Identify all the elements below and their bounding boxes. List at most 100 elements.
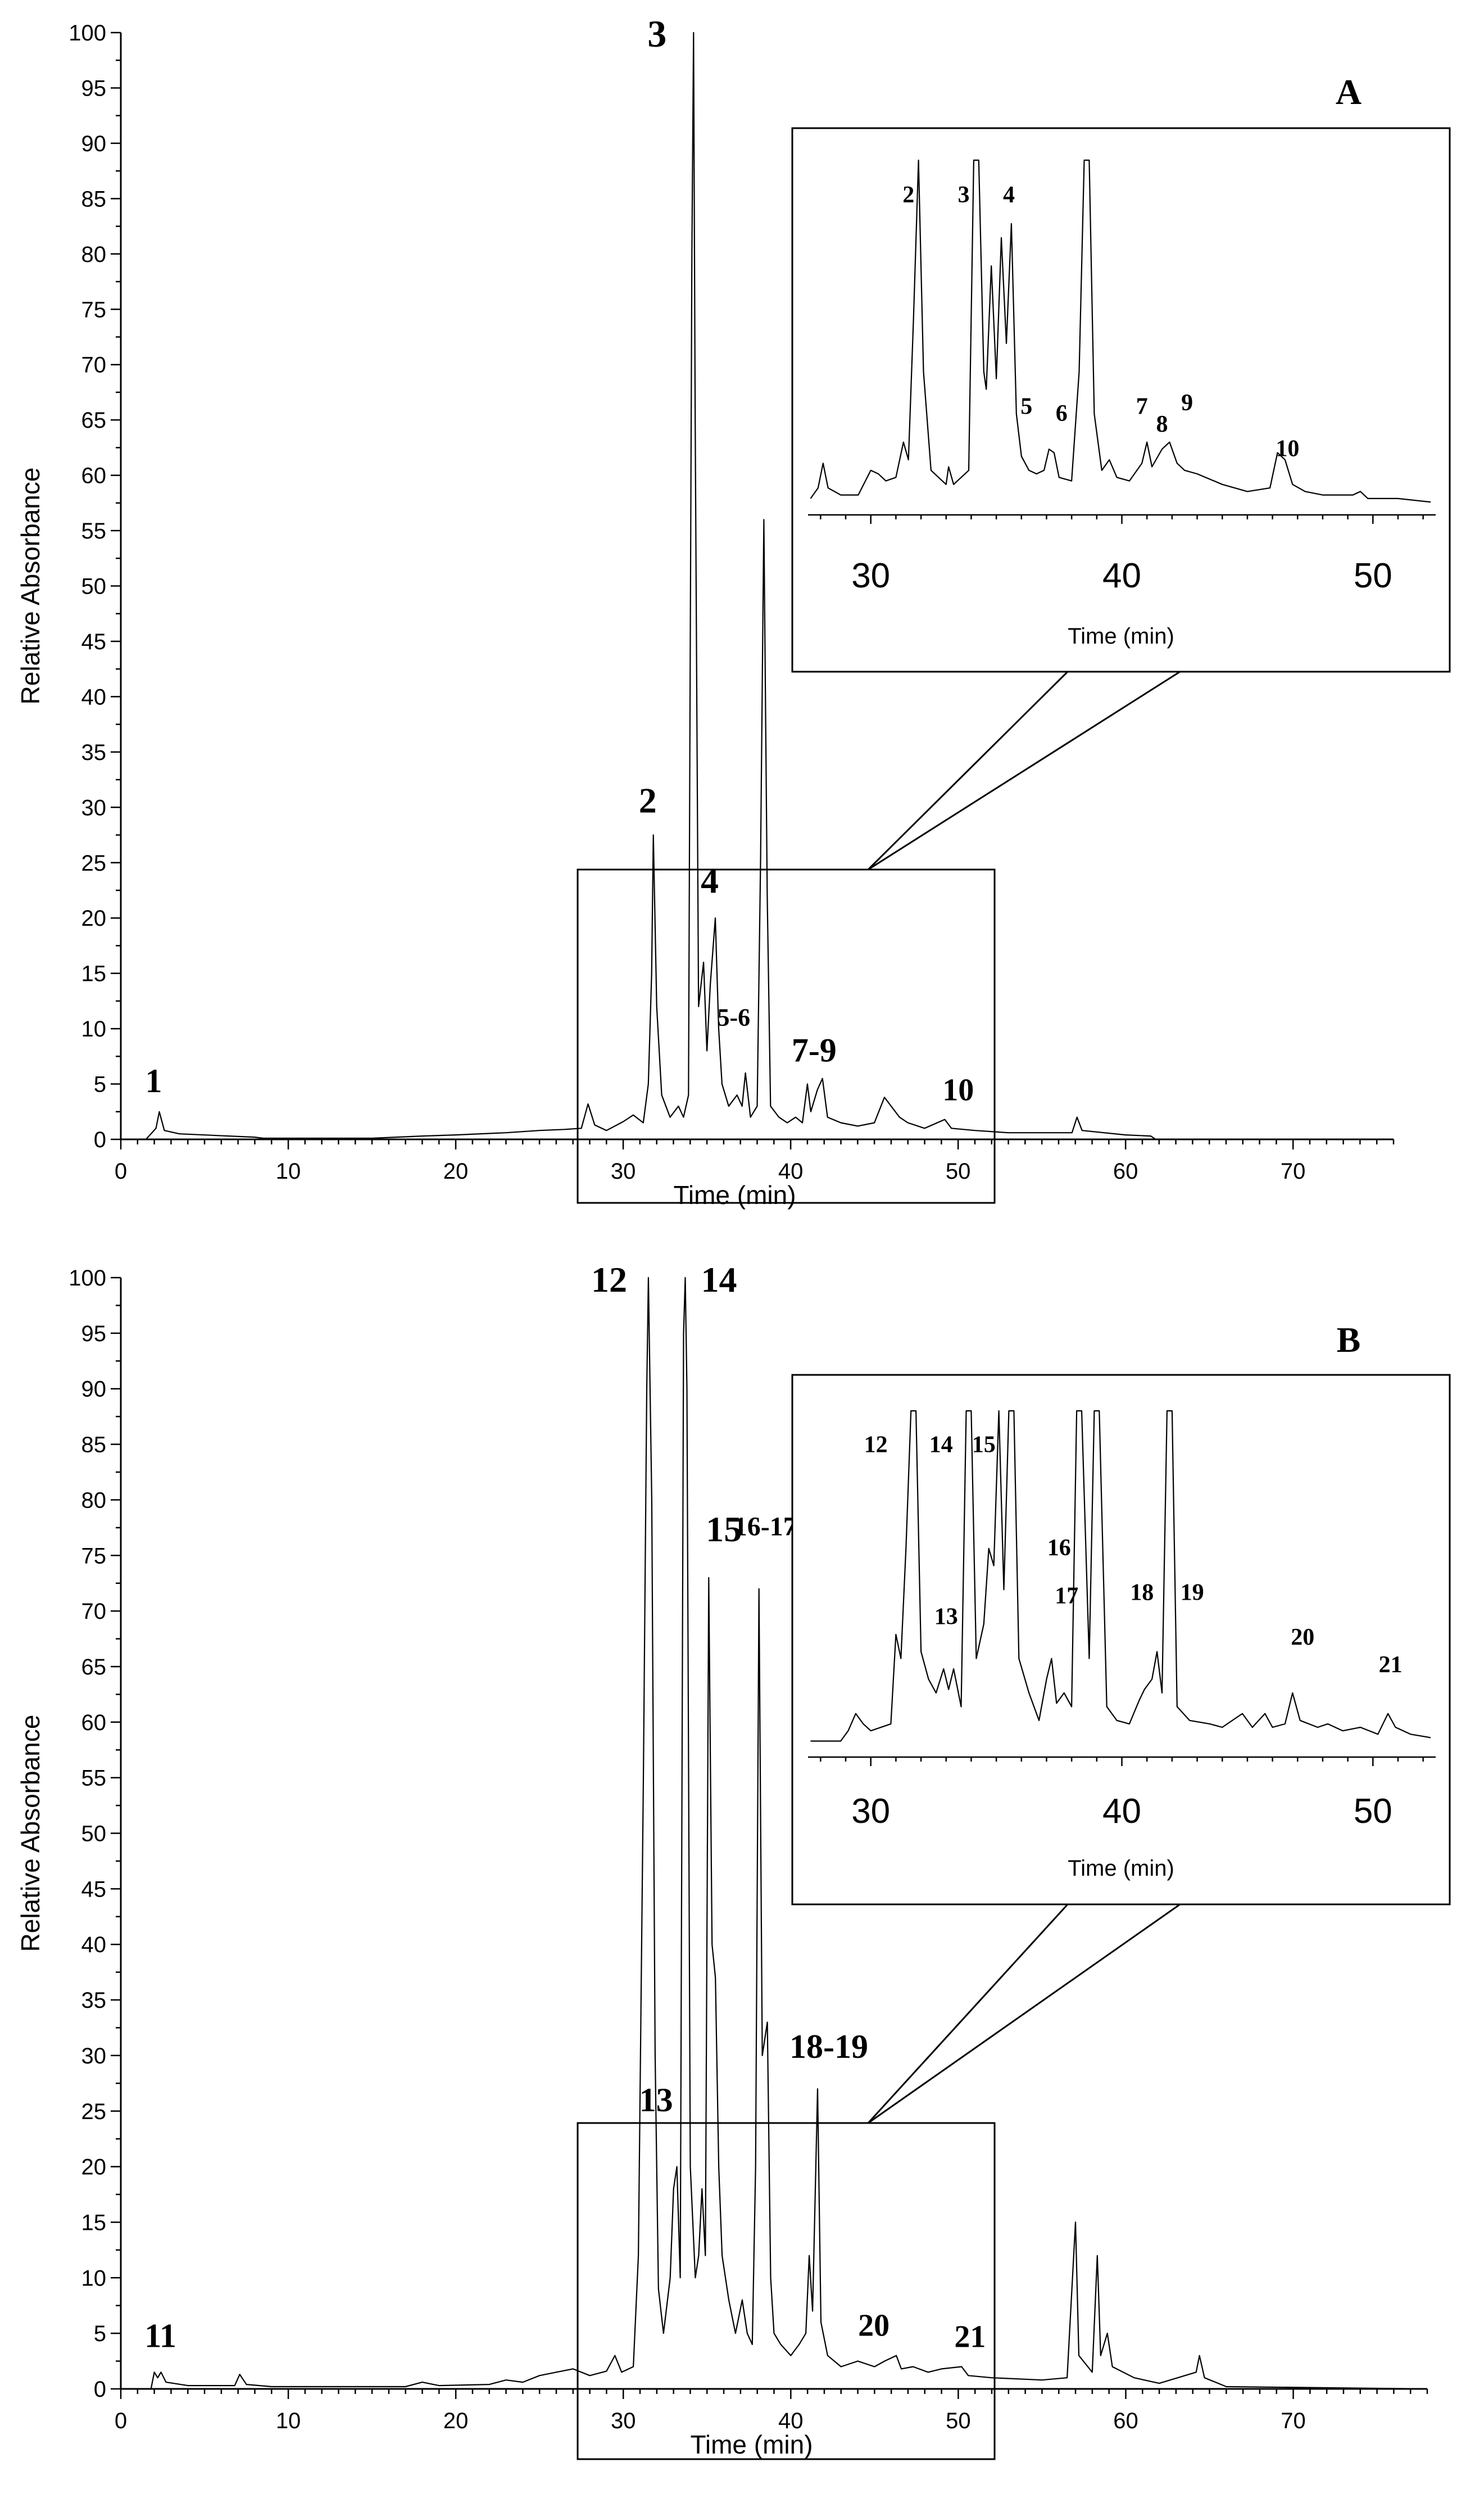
y-tick-label: 85	[81, 1433, 107, 1458]
y-tick-label: 65	[81, 408, 107, 433]
y-tick-label: 35	[81, 1988, 107, 2013]
inset-x-axis-label: Time (min)	[1068, 624, 1174, 649]
x-tick-label: 60	[1113, 1159, 1138, 1184]
y-tick-label: 10	[81, 2266, 107, 2291]
x-tick-label: 10	[276, 1159, 301, 1184]
y-tick-label: 50	[81, 1822, 107, 1846]
y-tick-label: 70	[81, 353, 107, 378]
inset-x-tick-label: 30	[851, 556, 890, 595]
inset-peak-label: 7	[1136, 393, 1148, 419]
peak-label: 10	[942, 1072, 974, 1107]
inset-peak-label: 2	[902, 182, 914, 208]
y-tick-label: 60	[81, 1710, 107, 1735]
x-tick-label: 30	[611, 2409, 636, 2433]
inset-peak-label: 5	[1020, 393, 1032, 419]
y-tick-label: 75	[81, 297, 107, 322]
inset-x-tick-label: 40	[1102, 1792, 1141, 1831]
x-tick-label: 70	[1281, 2409, 1306, 2433]
y-tick-label: 95	[81, 76, 107, 101]
inset-peak-label: 13	[934, 1604, 958, 1630]
inset-peak-label: 17	[1055, 1583, 1078, 1609]
inset-peak-label: 4	[1003, 182, 1015, 208]
inset-x-tick-label: 30	[851, 1792, 890, 1831]
peak-label: 12	[591, 1260, 627, 1300]
x-tick-label: 40	[778, 1159, 804, 1184]
peak-label: 14	[701, 1260, 737, 1300]
x-tick-label: 60	[1113, 2409, 1138, 2433]
x-tick-label: 0	[115, 1159, 127, 1184]
panel-b: 0510152025303540455055606570758085909510…	[16, 1260, 1451, 2460]
y-tick-label: 35	[81, 740, 107, 765]
x-tick-label: 50	[946, 1159, 971, 1184]
x-axis-label: Time (min)	[673, 1180, 796, 1210]
y-tick-label: 5	[94, 2321, 106, 2346]
inset-peak-label: 12	[864, 1432, 888, 1458]
y-tick-label: 25	[81, 2099, 107, 2124]
peak-label: 20	[858, 2309, 890, 2343]
y-tick-label: 20	[81, 906, 107, 931]
inset-peak-label: 3	[958, 182, 970, 208]
inset-peak-label: 21	[1379, 1652, 1403, 1678]
y-tick-label: 90	[81, 132, 107, 156]
inset-x-tick-label: 50	[1354, 1792, 1392, 1831]
y-tick-label: 5	[94, 1072, 106, 1097]
x-tick-label: 10	[276, 2409, 301, 2433]
inset-trace	[810, 1410, 1431, 1742]
inset-connector-line	[868, 671, 1181, 871]
x-tick-label: 0	[115, 2409, 127, 2433]
inset-peak-label: 20	[1291, 1624, 1314, 1650]
inset-peak-label: 9	[1181, 390, 1193, 416]
x-tick-label: 50	[946, 2409, 971, 2433]
peak-label: 7-9	[792, 1032, 837, 1069]
y-tick-label: 100	[69, 1266, 106, 1291]
inset-connector-line	[867, 671, 1069, 871]
inset-peak-label: 18	[1130, 1580, 1154, 1606]
inset-connector-line	[868, 1903, 1181, 2124]
inset-peak-label: 8	[1156, 411, 1168, 437]
peak-label: 15	[706, 1509, 742, 1549]
y-axis-label: Relative Absorbance	[16, 1715, 45, 1952]
y-tick-label: 70	[81, 1599, 107, 1624]
y-tick-label: 85	[81, 187, 107, 211]
peak-label: 21	[954, 2319, 986, 2354]
y-tick-label: 40	[81, 685, 107, 709]
peak-label: 4	[701, 861, 719, 900]
y-tick-label: 45	[81, 630, 107, 654]
panel-a: 0510152025303540455055606570758085909510…	[16, 12, 1451, 1210]
y-tick-label: 30	[81, 795, 107, 820]
peak-label: 2	[639, 781, 657, 821]
inset-peak-label: 16	[1047, 1535, 1071, 1561]
y-tick-label: 100	[69, 21, 106, 46]
y-tick-label: 95	[81, 1321, 107, 1346]
y-tick-label: 80	[81, 242, 107, 267]
y-tick-label: 0	[94, 2377, 106, 2402]
y-tick-label: 30	[81, 2044, 107, 2068]
y-axis-label: Relative Absorbance	[16, 468, 45, 705]
y-tick-label: 55	[81, 1766, 107, 1791]
y-tick-label: 60	[81, 464, 107, 488]
peak-label: 11	[144, 2317, 176, 2354]
x-tick-label: 40	[778, 2409, 804, 2433]
inset-peak-label: 15	[972, 1432, 996, 1458]
chromatogram-trace	[121, 1277, 1428, 2390]
inset-frame	[791, 127, 1451, 673]
inset-peak-label: 14	[929, 1432, 953, 1458]
panel-letter: B	[1337, 1320, 1361, 1360]
inset-x-axis-label: Time (min)	[1068, 1856, 1174, 1881]
inset-connector-line	[867, 1903, 1069, 2124]
peak-label: 13	[639, 2081, 673, 2119]
chromatogram-trace	[121, 31, 1394, 1140]
x-tick-label: 30	[611, 1159, 636, 1184]
y-tick-label: 50	[81, 574, 107, 599]
peak-label: 16-17	[734, 1512, 797, 1542]
x-tick-label: 70	[1281, 1159, 1306, 1184]
y-tick-label: 80	[81, 1488, 107, 1513]
zoom-region-box	[577, 2122, 996, 2460]
y-tick-label: 10	[81, 1017, 107, 1042]
y-tick-label: 40	[81, 1932, 107, 1957]
peak-label: 18-19	[789, 2028, 868, 2065]
peak-label: 5-6	[717, 1003, 750, 1031]
